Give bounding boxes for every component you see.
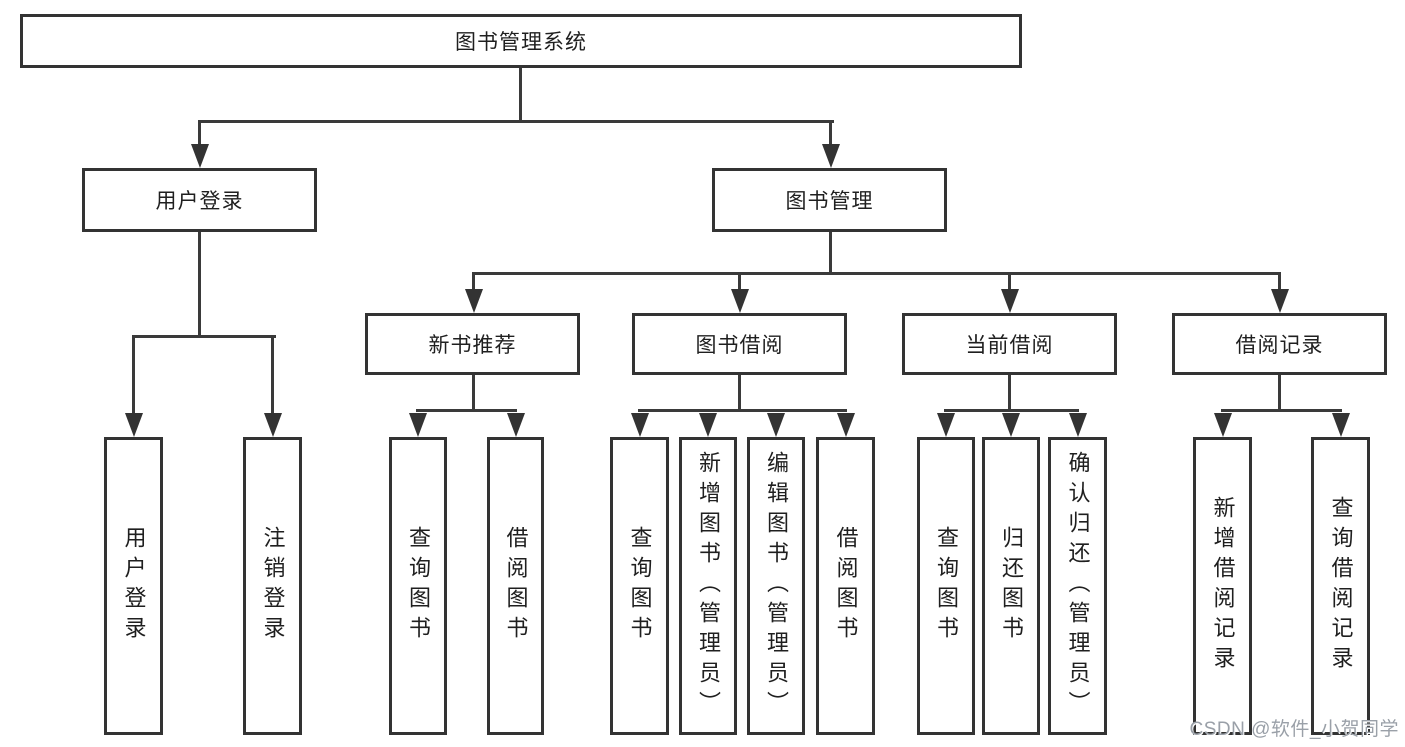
arrowhead-down-icon xyxy=(1214,413,1232,437)
box-query-books-borrowing: 查询图书 xyxy=(610,437,669,735)
arrowhead-down-icon xyxy=(125,413,143,437)
box-return-books: 归还图书 xyxy=(982,437,1040,735)
connector-line xyxy=(829,121,832,148)
connector-line xyxy=(1008,375,1011,411)
box-query-books-recommend: 查询图书 xyxy=(389,437,447,735)
connector-line xyxy=(738,375,741,411)
arrowhead-down-icon xyxy=(699,413,717,437)
connector-line xyxy=(638,409,847,412)
box-edit-books-admin: 编辑图书（管理员） xyxy=(747,437,805,735)
box-add-borrowing-record: 新增借阅记录 xyxy=(1193,437,1252,735)
arrowhead-down-icon xyxy=(1002,413,1020,437)
box-current-borrowing: 当前借阅 xyxy=(902,313,1117,375)
arrowhead-down-icon xyxy=(1332,413,1350,437)
arrowhead-down-icon xyxy=(264,413,282,437)
connector-line xyxy=(738,273,741,292)
arrowhead-down-icon xyxy=(822,144,840,168)
arrowhead-down-icon xyxy=(409,413,427,437)
box-query-books-current: 查询图书 xyxy=(917,437,975,735)
arrowhead-down-icon xyxy=(837,413,855,437)
connector-line xyxy=(132,336,135,415)
box-borrowing-records: 借阅记录 xyxy=(1172,313,1387,375)
connector-line xyxy=(1278,273,1281,292)
connector-line xyxy=(132,335,276,338)
arrowhead-down-icon xyxy=(1069,413,1087,437)
box-book-borrowing: 图书借阅 xyxy=(632,313,847,375)
connector-line xyxy=(416,409,517,412)
connector-line xyxy=(472,273,475,292)
box-add-books-admin: 新增图书（管理员） xyxy=(679,437,737,735)
connector-line xyxy=(198,120,834,123)
connector-line xyxy=(1221,409,1342,412)
connector-line xyxy=(198,121,201,148)
arrowhead-down-icon xyxy=(767,413,785,437)
box-borrow-books-recommend: 借阅图书 xyxy=(487,437,544,735)
connector-line xyxy=(472,375,475,411)
box-book-management: 图书管理 xyxy=(712,168,947,232)
arrowhead-down-icon xyxy=(1001,289,1019,313)
box-confirm-return-admin: 确认归还（管理员） xyxy=(1048,437,1107,735)
connector-line xyxy=(472,272,1281,275)
box-borrow-books-borrowing: 借阅图书 xyxy=(816,437,875,735)
box-query-borrowing-record: 查询借阅记录 xyxy=(1311,437,1370,735)
box-user-login: 用户登录 xyxy=(82,168,317,232)
box-user-login-leaf: 用户登录 xyxy=(104,437,163,735)
connector-line xyxy=(1278,375,1281,411)
box-root: 图书管理系统 xyxy=(20,14,1022,68)
connector-line xyxy=(1008,273,1011,292)
arrowhead-down-icon xyxy=(1271,289,1289,313)
arrowhead-down-icon xyxy=(937,413,955,437)
arrowhead-down-icon xyxy=(191,144,209,168)
connector-line xyxy=(198,232,201,337)
connector-line xyxy=(829,232,832,274)
connector-line xyxy=(944,409,1079,412)
arrowhead-down-icon xyxy=(631,413,649,437)
arrowhead-down-icon xyxy=(507,413,525,437)
arrowhead-down-icon xyxy=(731,289,749,313)
box-new-book-recommendation: 新书推荐 xyxy=(365,313,580,375)
csdn-watermark: CSDN @软件_小贺同学 xyxy=(1189,719,1399,740)
arrowhead-down-icon xyxy=(465,289,483,313)
connector-line xyxy=(271,336,274,415)
connector-line xyxy=(519,66,522,122)
box-logout: 注销登录 xyxy=(243,437,302,735)
